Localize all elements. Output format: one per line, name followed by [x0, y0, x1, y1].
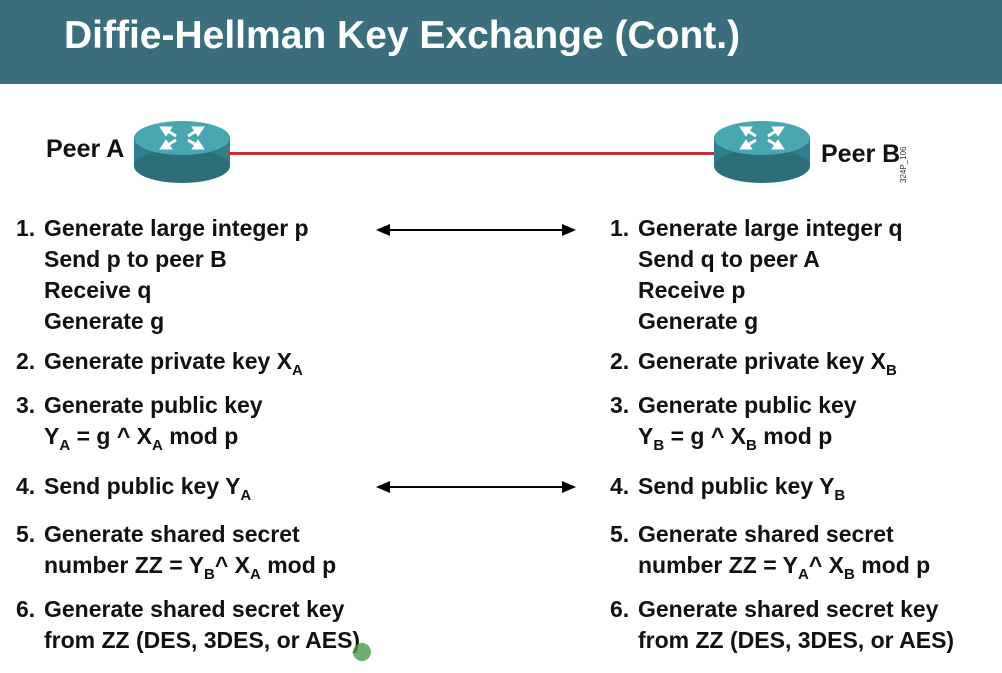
- mouse-cursor: [353, 643, 371, 661]
- peer-b-label: Peer B: [821, 140, 901, 168]
- router-icon: [714, 121, 810, 183]
- slide-title: Diffie-Hellman Key Exchange (Cont.): [64, 14, 741, 57]
- figure-code: 324P_106: [899, 146, 908, 183]
- peer-a-label: Peer A: [46, 135, 125, 163]
- double-arrow-icon: [376, 224, 576, 236]
- network-link: [228, 152, 716, 155]
- router-icon: [134, 121, 230, 183]
- title-bar: Diffie-Hellman Key Exchange (Cont.): [0, 0, 1002, 84]
- double-arrow-icon: [376, 481, 576, 493]
